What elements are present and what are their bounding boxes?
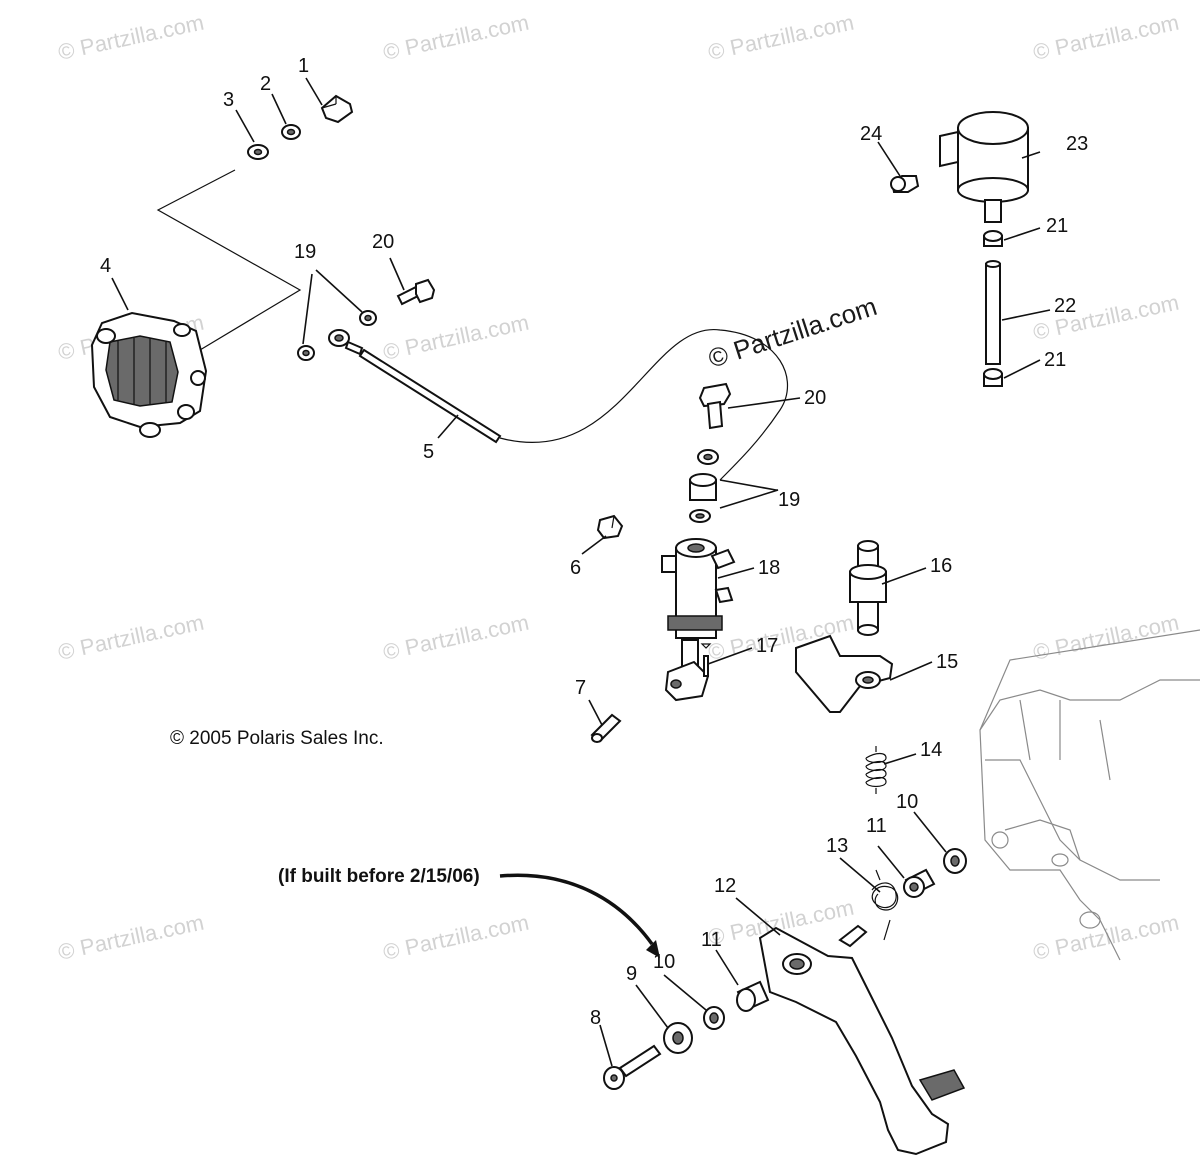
callout-11-lower: 11 bbox=[701, 929, 722, 951]
copyright-text: © 2005 Polaris Sales Inc. bbox=[170, 728, 384, 749]
build-date-note: (If built before 2/15/06) bbox=[278, 866, 480, 887]
part-washer-9 bbox=[663, 1022, 693, 1054]
callout-17: 17 bbox=[756, 635, 778, 657]
part-banjo-bolt-20-lower bbox=[698, 382, 732, 430]
callout-10-lower: 10 bbox=[653, 951, 675, 973]
part-master-cylinder-18 bbox=[661, 538, 736, 702]
part-brake-caliper-4 bbox=[90, 311, 208, 438]
callout-19-lower: 19 bbox=[778, 489, 800, 511]
watermark: © Partzilla.com bbox=[1031, 10, 1181, 65]
callout-14: 14 bbox=[920, 739, 942, 761]
callout-10-upper: 10 bbox=[896, 791, 918, 813]
part-clamp-21-lower bbox=[983, 368, 1003, 387]
callout-18: 18 bbox=[758, 557, 780, 579]
callout-8: 8 bbox=[590, 1007, 601, 1029]
callout-11-upper: 11 bbox=[866, 815, 887, 837]
callout-12: 12 bbox=[714, 875, 736, 897]
watermark: © Partzilla.com bbox=[381, 910, 531, 965]
callout-22: 22 bbox=[1054, 295, 1076, 317]
callout-labels: 1 2 3 4 5 6 7 8 9 10 10 11 11 12 13 14 1… bbox=[100, 55, 1088, 1029]
center-watermark: © Partzilla.com bbox=[705, 291, 881, 374]
assembly-line bbox=[156, 169, 302, 351]
part-hose-22 bbox=[985, 260, 1001, 365]
part-cotter-pin-17 bbox=[700, 643, 712, 677]
callout-6: 6 bbox=[570, 557, 581, 579]
part-pivot-16 bbox=[849, 540, 887, 636]
watermark: © Partzilla.com bbox=[381, 610, 531, 665]
part-bolt-6 bbox=[596, 514, 624, 540]
watermark: © Partzilla.com bbox=[1031, 610, 1181, 665]
part-washer-19-upper bbox=[297, 310, 377, 361]
note-arrow bbox=[499, 873, 660, 958]
callout-3: 3 bbox=[223, 89, 234, 111]
watermark: © Partzilla.com bbox=[1031, 910, 1181, 965]
part-spring-14 bbox=[865, 746, 887, 794]
callout-5: 5 bbox=[423, 441, 434, 463]
part-pin-7 bbox=[590, 713, 622, 743]
part-clamp-21-upper bbox=[983, 230, 1003, 247]
callout-23: 23 bbox=[1066, 133, 1088, 155]
part-screw-24 bbox=[890, 175, 920, 193]
callout-19-upper: 19 bbox=[294, 241, 316, 263]
callout-15: 15 bbox=[936, 651, 958, 673]
part-washer-2 bbox=[281, 124, 301, 140]
part-washer-10-lower bbox=[703, 1006, 725, 1030]
callout-9: 9 bbox=[626, 963, 637, 985]
watermark: © Partzilla.com bbox=[381, 10, 531, 65]
callout-7: 7 bbox=[575, 677, 586, 699]
leader-lines bbox=[111, 77, 1051, 1067]
watermark: © Partzilla.com bbox=[56, 910, 206, 965]
callout-16: 16 bbox=[930, 555, 952, 577]
part-torsion-spring-13 bbox=[871, 869, 899, 941]
part-washer-3 bbox=[247, 144, 269, 160]
part-bushing-11-upper bbox=[903, 868, 936, 898]
part-brake-line-5 bbox=[328, 329, 789, 481]
callout-4: 4 bbox=[100, 255, 111, 277]
part-bolt-1 bbox=[320, 94, 354, 124]
watermark: © Partzilla.com bbox=[56, 610, 206, 665]
part-washer-10-upper bbox=[943, 848, 967, 874]
callout-13: 13 bbox=[826, 835, 848, 857]
watermark: © Partzilla.com bbox=[706, 10, 856, 65]
callout-20-upper: 20 bbox=[372, 231, 394, 253]
callout-21-lower: 21 bbox=[1044, 349, 1066, 371]
part-reservoir-23 bbox=[939, 111, 1029, 223]
callout-21-upper: 21 bbox=[1046, 215, 1068, 237]
part-pivot-bolt-8 bbox=[603, 1044, 662, 1090]
callout-2: 2 bbox=[260, 73, 271, 95]
part-washer-19-lower bbox=[689, 449, 719, 523]
part-brake-pedal-12 bbox=[758, 924, 966, 1156]
part-bushing-11-lower bbox=[736, 980, 770, 1012]
watermark: © Partzilla.com bbox=[56, 10, 206, 65]
callout-24: 24 bbox=[860, 123, 882, 145]
part-bracket-15 bbox=[795, 634, 894, 713]
callout-20-lower: 20 bbox=[804, 387, 826, 409]
callout-1: 1 bbox=[298, 55, 309, 77]
frame-outline bbox=[979, 629, 1200, 961]
watermark: © Partzilla.com bbox=[381, 310, 531, 365]
part-banjo-bolt-20-upper bbox=[396, 278, 436, 306]
